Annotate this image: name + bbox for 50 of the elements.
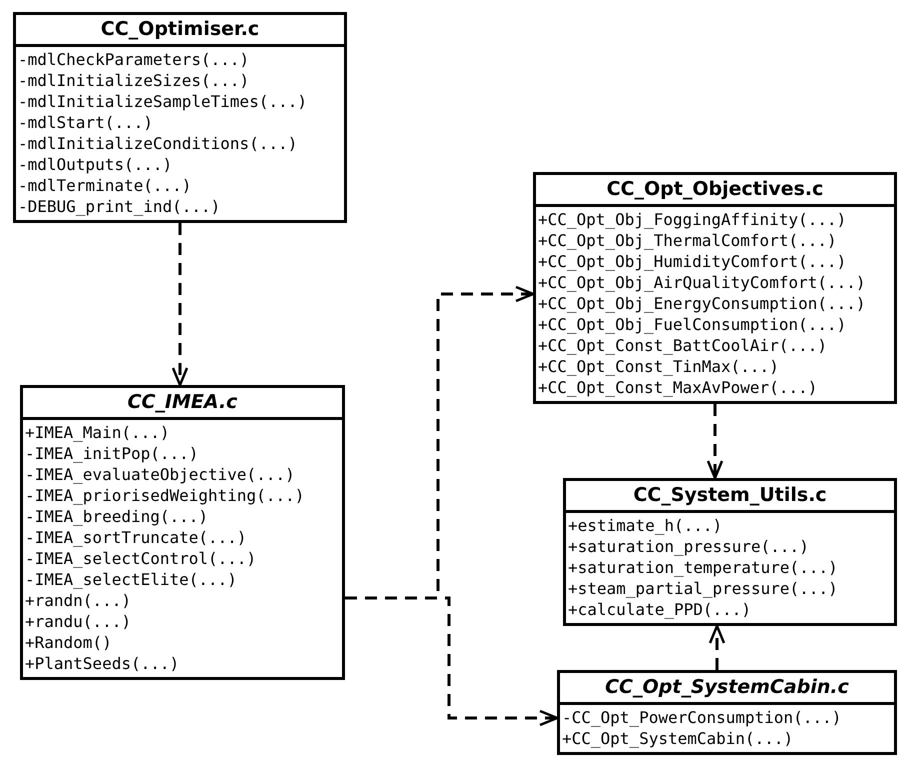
class-name: CC_Opt_Objectives.c <box>606 178 824 200</box>
class-box <box>20 385 345 680</box>
method-signature: -IMEA_selectElite(...) <box>25 569 237 590</box>
method-signature: +CC_Opt_SystemCabin(...) <box>562 728 794 749</box>
class-name: CC_IMEA.c <box>128 391 238 413</box>
method-signature: +IMEA_Main(...) <box>25 422 170 443</box>
class-box <box>563 478 897 626</box>
method-signature: -CC_Opt_PowerConsumption(...) <box>562 707 842 728</box>
dependency-arrow <box>345 596 558 726</box>
method-signature: -IMEA_initPop(...) <box>25 443 198 464</box>
method-signature: +CC_Opt_Obj_HumidityComfort(...) <box>538 251 846 272</box>
class-name: CC_System_Utils.c <box>633 484 827 506</box>
method-signature: -mdlInitializeConditions(...) <box>18 133 298 154</box>
method-signature: +CC_Opt_Obj_EnergyConsumption(...) <box>538 293 866 314</box>
method-signature: +randu(...) <box>25 611 131 632</box>
method-signature: -mdlInitializeSampleTimes(...) <box>18 91 307 112</box>
method-signature: +PlantSeeds(...) <box>25 653 180 674</box>
method-signature: +CC_Opt_Const_MaxAvPower(...) <box>538 377 818 398</box>
method-signature: +saturation_temperature(...) <box>568 557 838 578</box>
method-signature: -mdlTerminate(...) <box>18 175 192 196</box>
method-signature: +estimate_h(...) <box>568 515 722 536</box>
class-box <box>13 12 347 223</box>
class-box <box>557 670 897 755</box>
method-signature: -IMEA_priorisedWeighting(...) <box>25 485 304 506</box>
method-signature: -mdlStart(...) <box>18 112 153 133</box>
class-box <box>533 172 897 404</box>
method-signature: -mdlInitializeSizes(...) <box>18 70 250 91</box>
method-signature: +CC_Opt_Obj_FoggingAffinity(...) <box>538 209 846 230</box>
method-signature: +calculate_PPD(...) <box>568 599 752 620</box>
class-name: CC_Opt_SystemCabin.c <box>605 676 849 698</box>
dependency-arrow <box>706 404 724 480</box>
method-signature: +saturation_pressure(...) <box>568 536 809 557</box>
method-signature: +Random() <box>25 632 112 653</box>
method-signature: +CC_Opt_Obj_AirQualityComfort(...) <box>538 272 866 293</box>
method-signature: +randn(...) <box>25 590 131 611</box>
method-signature: -DEBUG_print_ind(...) <box>18 196 220 217</box>
method-signature: +CC_Opt_Const_TinMax(...) <box>538 356 779 377</box>
method-signature: -mdlCheckParameters(...) <box>18 49 250 70</box>
method-signature: -IMEA_sortTruncate(...) <box>25 527 247 548</box>
method-signature: -IMEA_evaluateObjective(...) <box>25 464 295 485</box>
method-signature: -mdlOutputs(...) <box>18 154 172 175</box>
method-signature: +CC_Opt_Obj_FuelConsumption(...) <box>538 314 846 335</box>
method-signature: -IMEA_selectControl(...) <box>25 548 256 569</box>
method-signature: +CC_Opt_Const_BattCoolAir(...) <box>538 335 827 356</box>
method-signature: -IMEA_breeding(...) <box>25 506 208 527</box>
dependency-arrow <box>172 223 188 386</box>
method-signature: +steam_partial_pressure(...) <box>568 578 838 599</box>
dependency-arrow <box>708 624 726 670</box>
class-name: CC_Optimiser.c <box>100 18 260 40</box>
method-signature: +CC_Opt_Obj_ThermalComfort(...) <box>538 230 837 251</box>
